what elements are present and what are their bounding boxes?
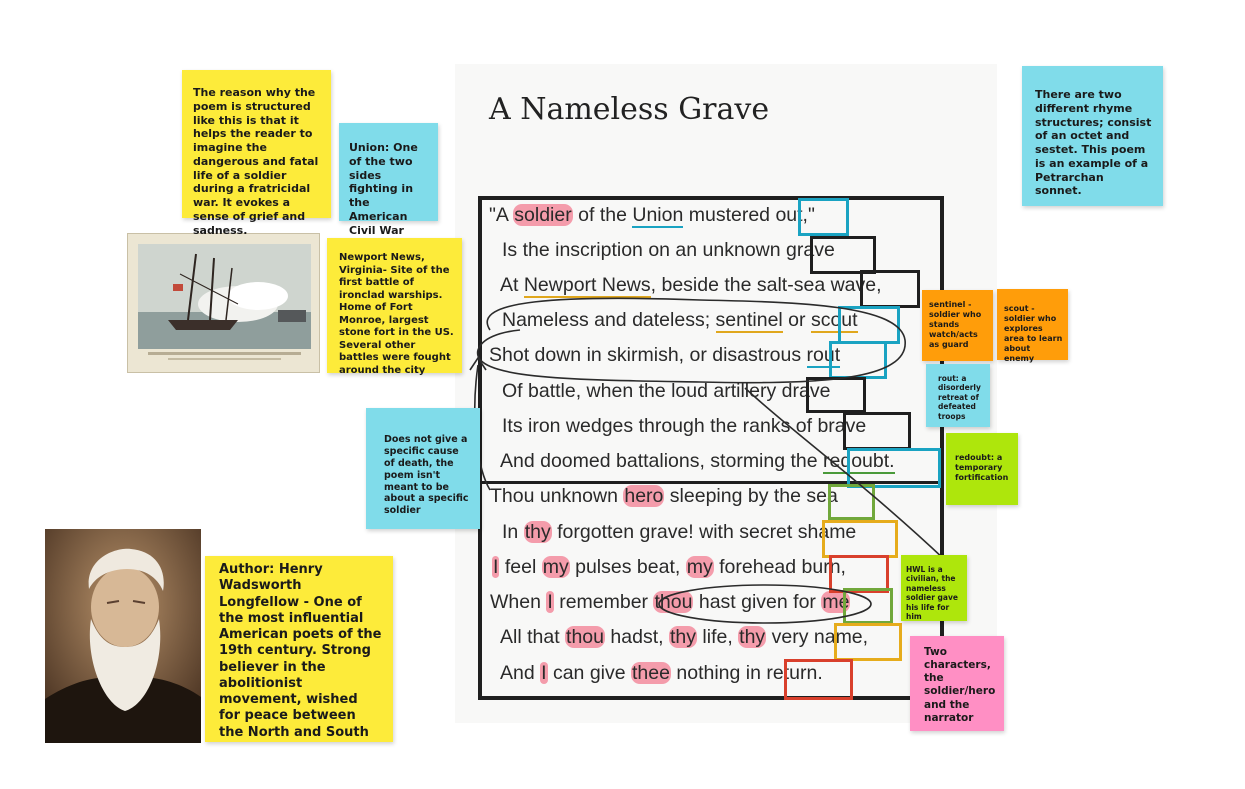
poem-line: Is the inscription on an unknown grave <box>502 239 835 262</box>
poem-text: very <box>766 626 814 648</box>
note-redoubt: redoubt: a temporary fortification <box>946 433 1018 505</box>
poem-text: Of battle, when the loud artillery <box>502 380 782 402</box>
note-newport-news: Newport News, Virginia- Site of the firs… <box>327 238 462 376</box>
poem-text: can give <box>547 662 632 684</box>
note-characters: Two characters, the soldier/hero and the… <box>910 636 1004 731</box>
poem-text: brave <box>817 415 867 437</box>
poem-text: Thou unknown <box>490 485 624 507</box>
poem-text: When <box>490 591 547 613</box>
poem-text: name, <box>813 626 869 648</box>
poem-text: Nameless and dateless; <box>502 309 716 331</box>
poem-text: of the <box>572 204 633 226</box>
poem-text: forgotten grave! with secret <box>551 521 798 543</box>
poem-text: Shot down in skirmish, or disastrous <box>489 344 807 366</box>
poem-title: A Nameless Grave <box>489 92 770 127</box>
underlined-word: sentinel <box>715 309 783 333</box>
poem-line: And I can give thee nothing in return. <box>500 662 823 685</box>
poem-line: Thou unknown hero sleeping by the sea <box>490 485 838 508</box>
poem-text: return. <box>766 662 823 684</box>
poem-text: Its iron wedges through the ranks of <box>502 415 818 437</box>
highlighted-word: thou <box>653 591 694 613</box>
underlined-word: Newport News <box>523 274 651 298</box>
underlined-word: redoubt. <box>823 450 895 474</box>
highlighted-word: I <box>492 556 500 578</box>
highlighted-word: I <box>540 662 548 684</box>
note-union: Union: One of the two sides fighting in … <box>339 123 438 237</box>
poem-line: When I remember thou hast given for me <box>490 591 851 614</box>
poem-line: Its iron wedges through the ranks of bra… <box>502 415 866 438</box>
highlighted-word: my <box>685 556 714 578</box>
poem-text: shame <box>797 521 857 543</box>
poem-text: sleeping by the sea <box>664 485 838 507</box>
poem-text: nothing in <box>670 662 767 684</box>
octet-sestet-divider <box>480 481 942 484</box>
poem-line: Nameless and dateless; sentinel or scout <box>502 309 858 333</box>
highlighted-word: thy <box>523 521 552 543</box>
poem-line: And doomed battalions, storming the redo… <box>500 450 895 474</box>
poem-line: All that thou hadst, thy life, thy very … <box>500 626 868 649</box>
highlighted-word: thy <box>668 626 697 648</box>
note-rout: rout: a disorderly retreat of defeated t… <box>926 364 990 427</box>
poem-text: drave <box>781 380 831 402</box>
note-cause-of-death: Does not give a specific cause of death,… <box>366 408 480 529</box>
poem-text: remember <box>553 591 654 613</box>
note-scout: scout - soldier who explores area to lea… <box>997 289 1068 363</box>
highlighted-word: hero <box>623 485 665 507</box>
note-structure: The reason why the poem is structured li… <box>182 70 331 237</box>
poem-line: I feel my pulses beat, my forehead burn, <box>492 556 846 579</box>
poem-line: Shot down in skirmish, or disastrous rou… <box>489 344 841 368</box>
poem-text: or <box>782 309 811 331</box>
poem-text: Is the inscription on an unknown <box>502 239 787 261</box>
poem-text: out," <box>775 204 815 226</box>
poem-text: burn, <box>801 556 846 578</box>
highlighted-word: me <box>821 591 851 613</box>
poem-text: In <box>502 521 524 543</box>
poem-text: And <box>500 662 541 684</box>
poem-text: , beside the salt-sea <box>650 274 831 296</box>
underlined-word: scout <box>810 309 858 333</box>
author-portrait-image <box>45 529 201 743</box>
note-rhyme-structure: There are two different rhyme structures… <box>1022 66 1163 206</box>
highlighted-word: thee <box>631 662 671 684</box>
note-hwl: HWL is a civilian, the nameless soldier … <box>901 555 967 621</box>
battle-illustration-image <box>127 233 320 373</box>
underlined-word: rout <box>806 344 841 368</box>
note-author: Author: Henry Wadsworth Longfellow - One… <box>205 556 393 742</box>
highlighted-word: thou <box>565 626 605 648</box>
poem-text: hast given for <box>693 591 822 613</box>
poem-line: At Newport News, beside the salt-sea wav… <box>500 274 882 298</box>
poem-line: "A soldier of the Union mustered out," <box>489 204 815 228</box>
poem-text: wave, <box>830 274 882 296</box>
poem-text: pulses beat, <box>569 556 686 578</box>
poem-text: At <box>500 274 524 296</box>
underlined-word: Union <box>632 204 684 228</box>
poem-text: hadst, <box>605 626 669 648</box>
poem-text: feel <box>499 556 542 578</box>
poem-text: And doomed battalions, storming the <box>500 450 824 472</box>
note-sentinel: sentinel - soldier who stands watch/acts… <box>922 290 993 361</box>
poem-text: mustered <box>683 204 776 226</box>
poem-line: Of battle, when the loud artillery drave <box>502 380 830 403</box>
poem-frame <box>478 196 944 700</box>
poem-text: forehead <box>713 556 802 578</box>
poem-text: life, <box>696 626 739 648</box>
poem-text: "A <box>489 204 514 226</box>
highlighted-word: soldier <box>513 204 573 226</box>
poem-line: In thy forgotten grave! with secret sham… <box>502 521 856 544</box>
highlighted-word: I <box>546 591 554 613</box>
poem-text: All that <box>500 626 566 648</box>
poem-text: grave <box>786 239 835 261</box>
highlighted-word: my <box>541 556 570 578</box>
highlighted-word: thy <box>738 626 767 648</box>
